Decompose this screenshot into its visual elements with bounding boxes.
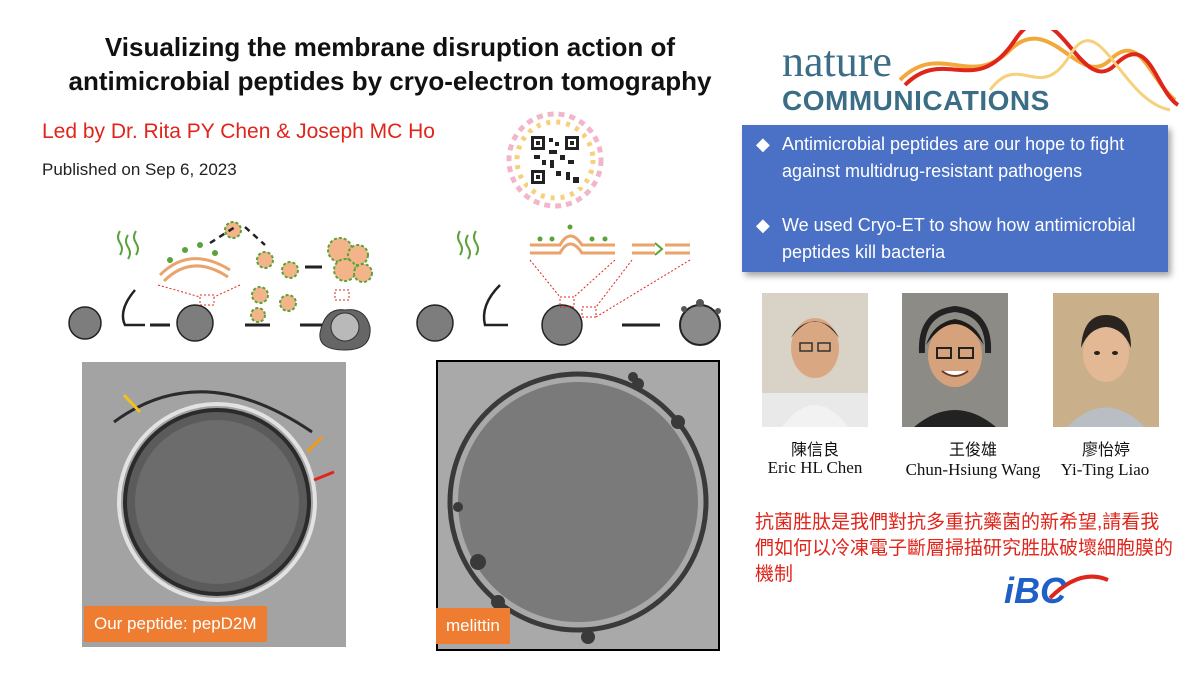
melittin-mechanism-diagram [416,224,721,346]
institute-logo: iBC [1000,568,1110,616]
red-arrow-icon [313,470,335,482]
logo-wave-icon [898,30,1180,112]
highlight-1: Antimicrobial peptides are our hope to f… [782,134,1125,181]
person-1-name-en: Eric HL Chen [767,458,863,477]
bilayer-pore-icon [632,243,690,255]
title-line-1: Visualizing the membrane disruption acti… [104,32,676,62]
person-3-name-zh: 廖怡婷 [1081,440,1130,459]
lead-authors: Led by Dr. Rita PY Chen & Joseph MC Ho [42,120,435,143]
peptide-squiggle-icon [117,230,139,260]
aggregate-micelles-icon [327,237,373,283]
avatar-chun-hsiung-wang [902,293,1008,427]
person-3-name-en: Yi-Ting Liao [1060,460,1150,479]
bilayer-bulge-icon [530,234,615,255]
logo-communications-text: COMMUNICATIONS [782,85,1050,116]
chinese-summary: 抗菌胜肽是我們對抗多重抗藥菌的新希望,請看我們如何以冷凍電子斷層掃描研究胜肽破壞… [755,512,1174,585]
lipid-bilayer-curve-icon [158,257,231,283]
logo-nature-text: nature [782,37,892,86]
pepd2m-mechanism-diagram [68,221,373,351]
tomogram-pepd2m [82,362,346,647]
person-1-name-zh: 陳信良 [790,440,839,459]
person-2-name-en: Chun-Hsiung Wang [905,460,1041,479]
avatar-yi-ting-liao [1053,293,1159,427]
highlight-2: We used Cryo-ET to show how antimicrobia… [782,215,1136,262]
bullet-2-icon: ◆ [756,215,770,235]
person-2-name-zh: 王俊雄 [948,440,997,459]
title-line-2: antimicrobial peptides by cryo-electron … [68,66,712,96]
orange-arrow-icon [305,435,324,454]
slide-title: Visualizing the membrane disruption acti… [40,30,740,98]
ibc-swoosh-icon [1048,574,1109,600]
publication-date: Published on Sep 6, 2023 [42,160,237,179]
tag-pepd2m: Our peptide: pepD2M [84,606,267,642]
micelle-icon [224,221,299,323]
tomogram-melittin [436,360,720,651]
bullet-1-icon: ◆ [756,134,770,154]
qr-code-icon [506,111,604,209]
journal-logo: nature COMMUNICATIONS [780,30,1180,125]
yellow-arrow-icon [122,393,142,414]
avatar-eric-chen [762,293,868,427]
ibc-logo-text: iBC [1004,570,1066,611]
highlights-box: ◆ Antimicrobial peptides are our hope to… [742,125,1168,272]
tag-melittin: melittin [436,608,510,644]
